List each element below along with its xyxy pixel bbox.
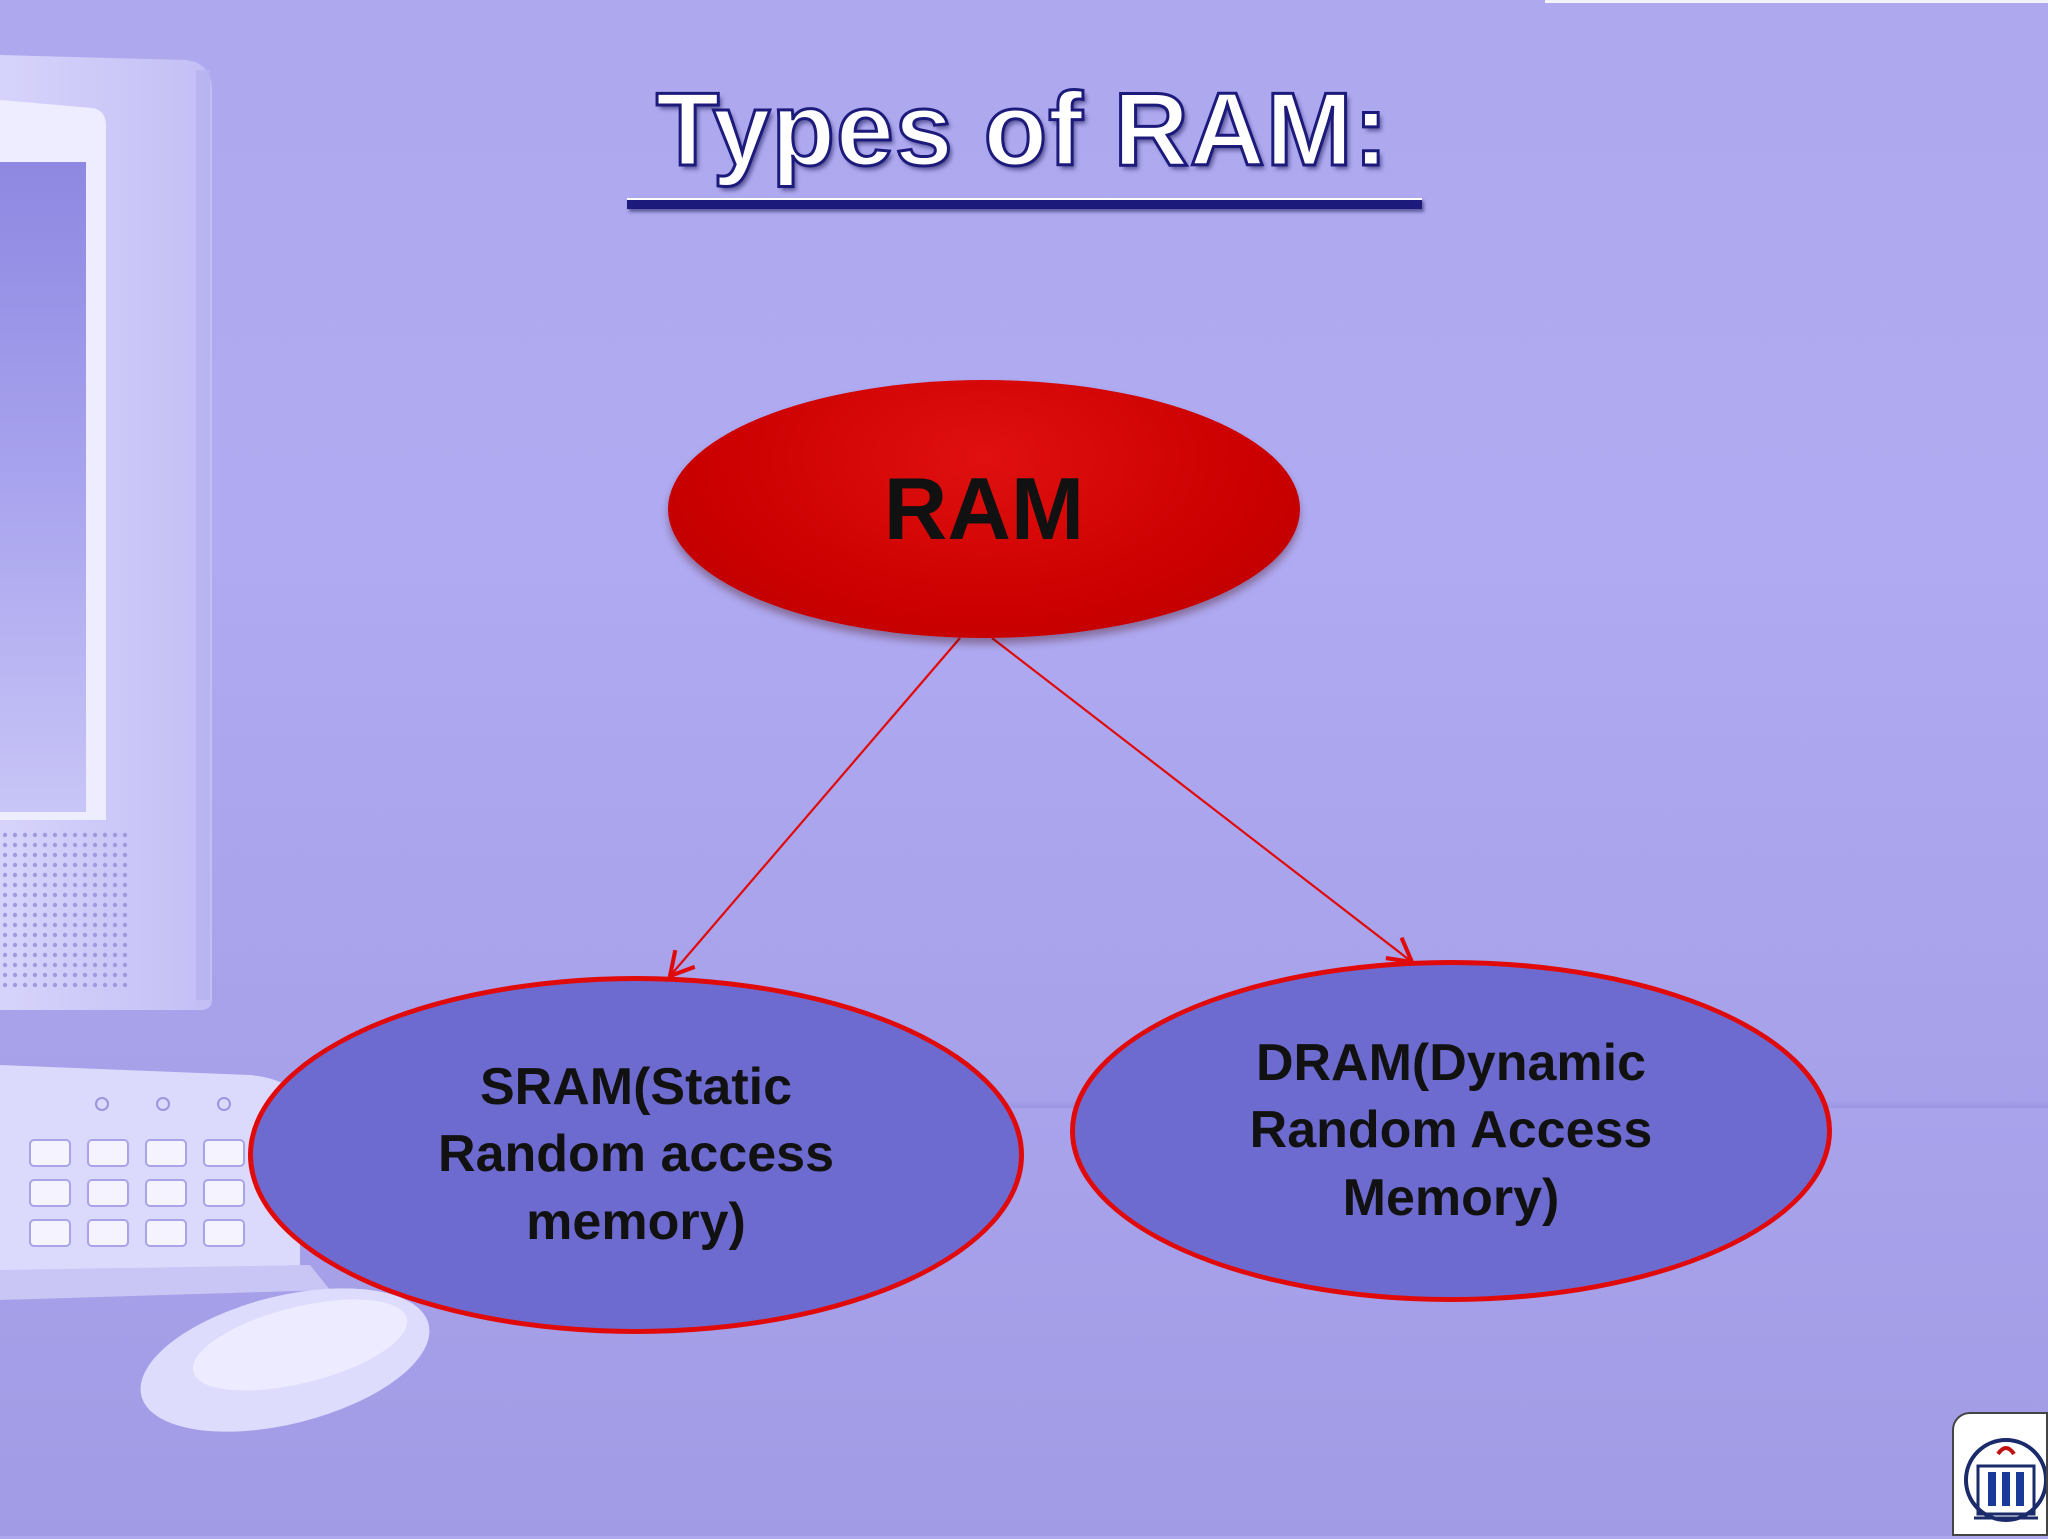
title-underline	[627, 198, 1422, 209]
node-dram-label: DRAM(Dynamic Random Access Memory)	[1249, 1033, 1653, 1227]
node-ram-label: RAM	[883, 459, 1085, 558]
node-sram-label: SRAM(Static Random access memory)	[438, 1057, 834, 1251]
top-border-line	[1545, 0, 2048, 3]
monitor-icon	[0, 55, 212, 1010]
node-dram: DRAM(Dynamic Random Access Memory)	[1070, 960, 1832, 1302]
crest-icon	[1964, 1438, 2048, 1522]
node-sram: SRAM(Static Random access memory)	[248, 976, 1024, 1334]
mouse-icon	[140, 1288, 430, 1432]
computer-illustration	[0, 55, 430, 1432]
institution-logo	[1952, 1412, 2048, 1536]
slide-title: Types of RAM:	[654, 72, 1390, 188]
keyboard-icon	[0, 1065, 330, 1300]
edge-ram-to-dram	[991, 637, 1416, 965]
edge-ram-to-sram	[667, 637, 961, 980]
desk-edge	[0, 1100, 2048, 1108]
node-ram: RAM	[668, 380, 1300, 638]
